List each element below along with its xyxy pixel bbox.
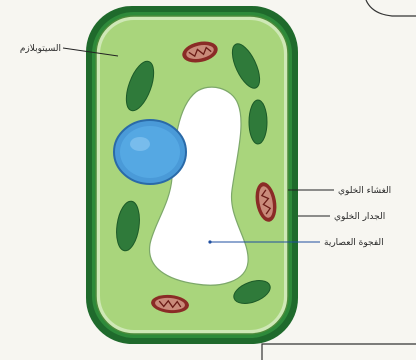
frame-corner-bottom: [262, 344, 416, 360]
label-cell-membrane: الغشاء الخلوي: [338, 186, 391, 196]
label-cell-wall: الجدار الخلوي: [334, 212, 385, 222]
chloroplast-icon: [249, 100, 267, 144]
frame-corner-top: [366, 0, 416, 16]
label-cytoplasm: السيتوبلازم: [20, 44, 61, 54]
vacuole-leader-dot: [208, 240, 211, 243]
label-vacuole: الفجوة العصارية: [324, 238, 384, 248]
nucleus-icon: [114, 120, 186, 184]
